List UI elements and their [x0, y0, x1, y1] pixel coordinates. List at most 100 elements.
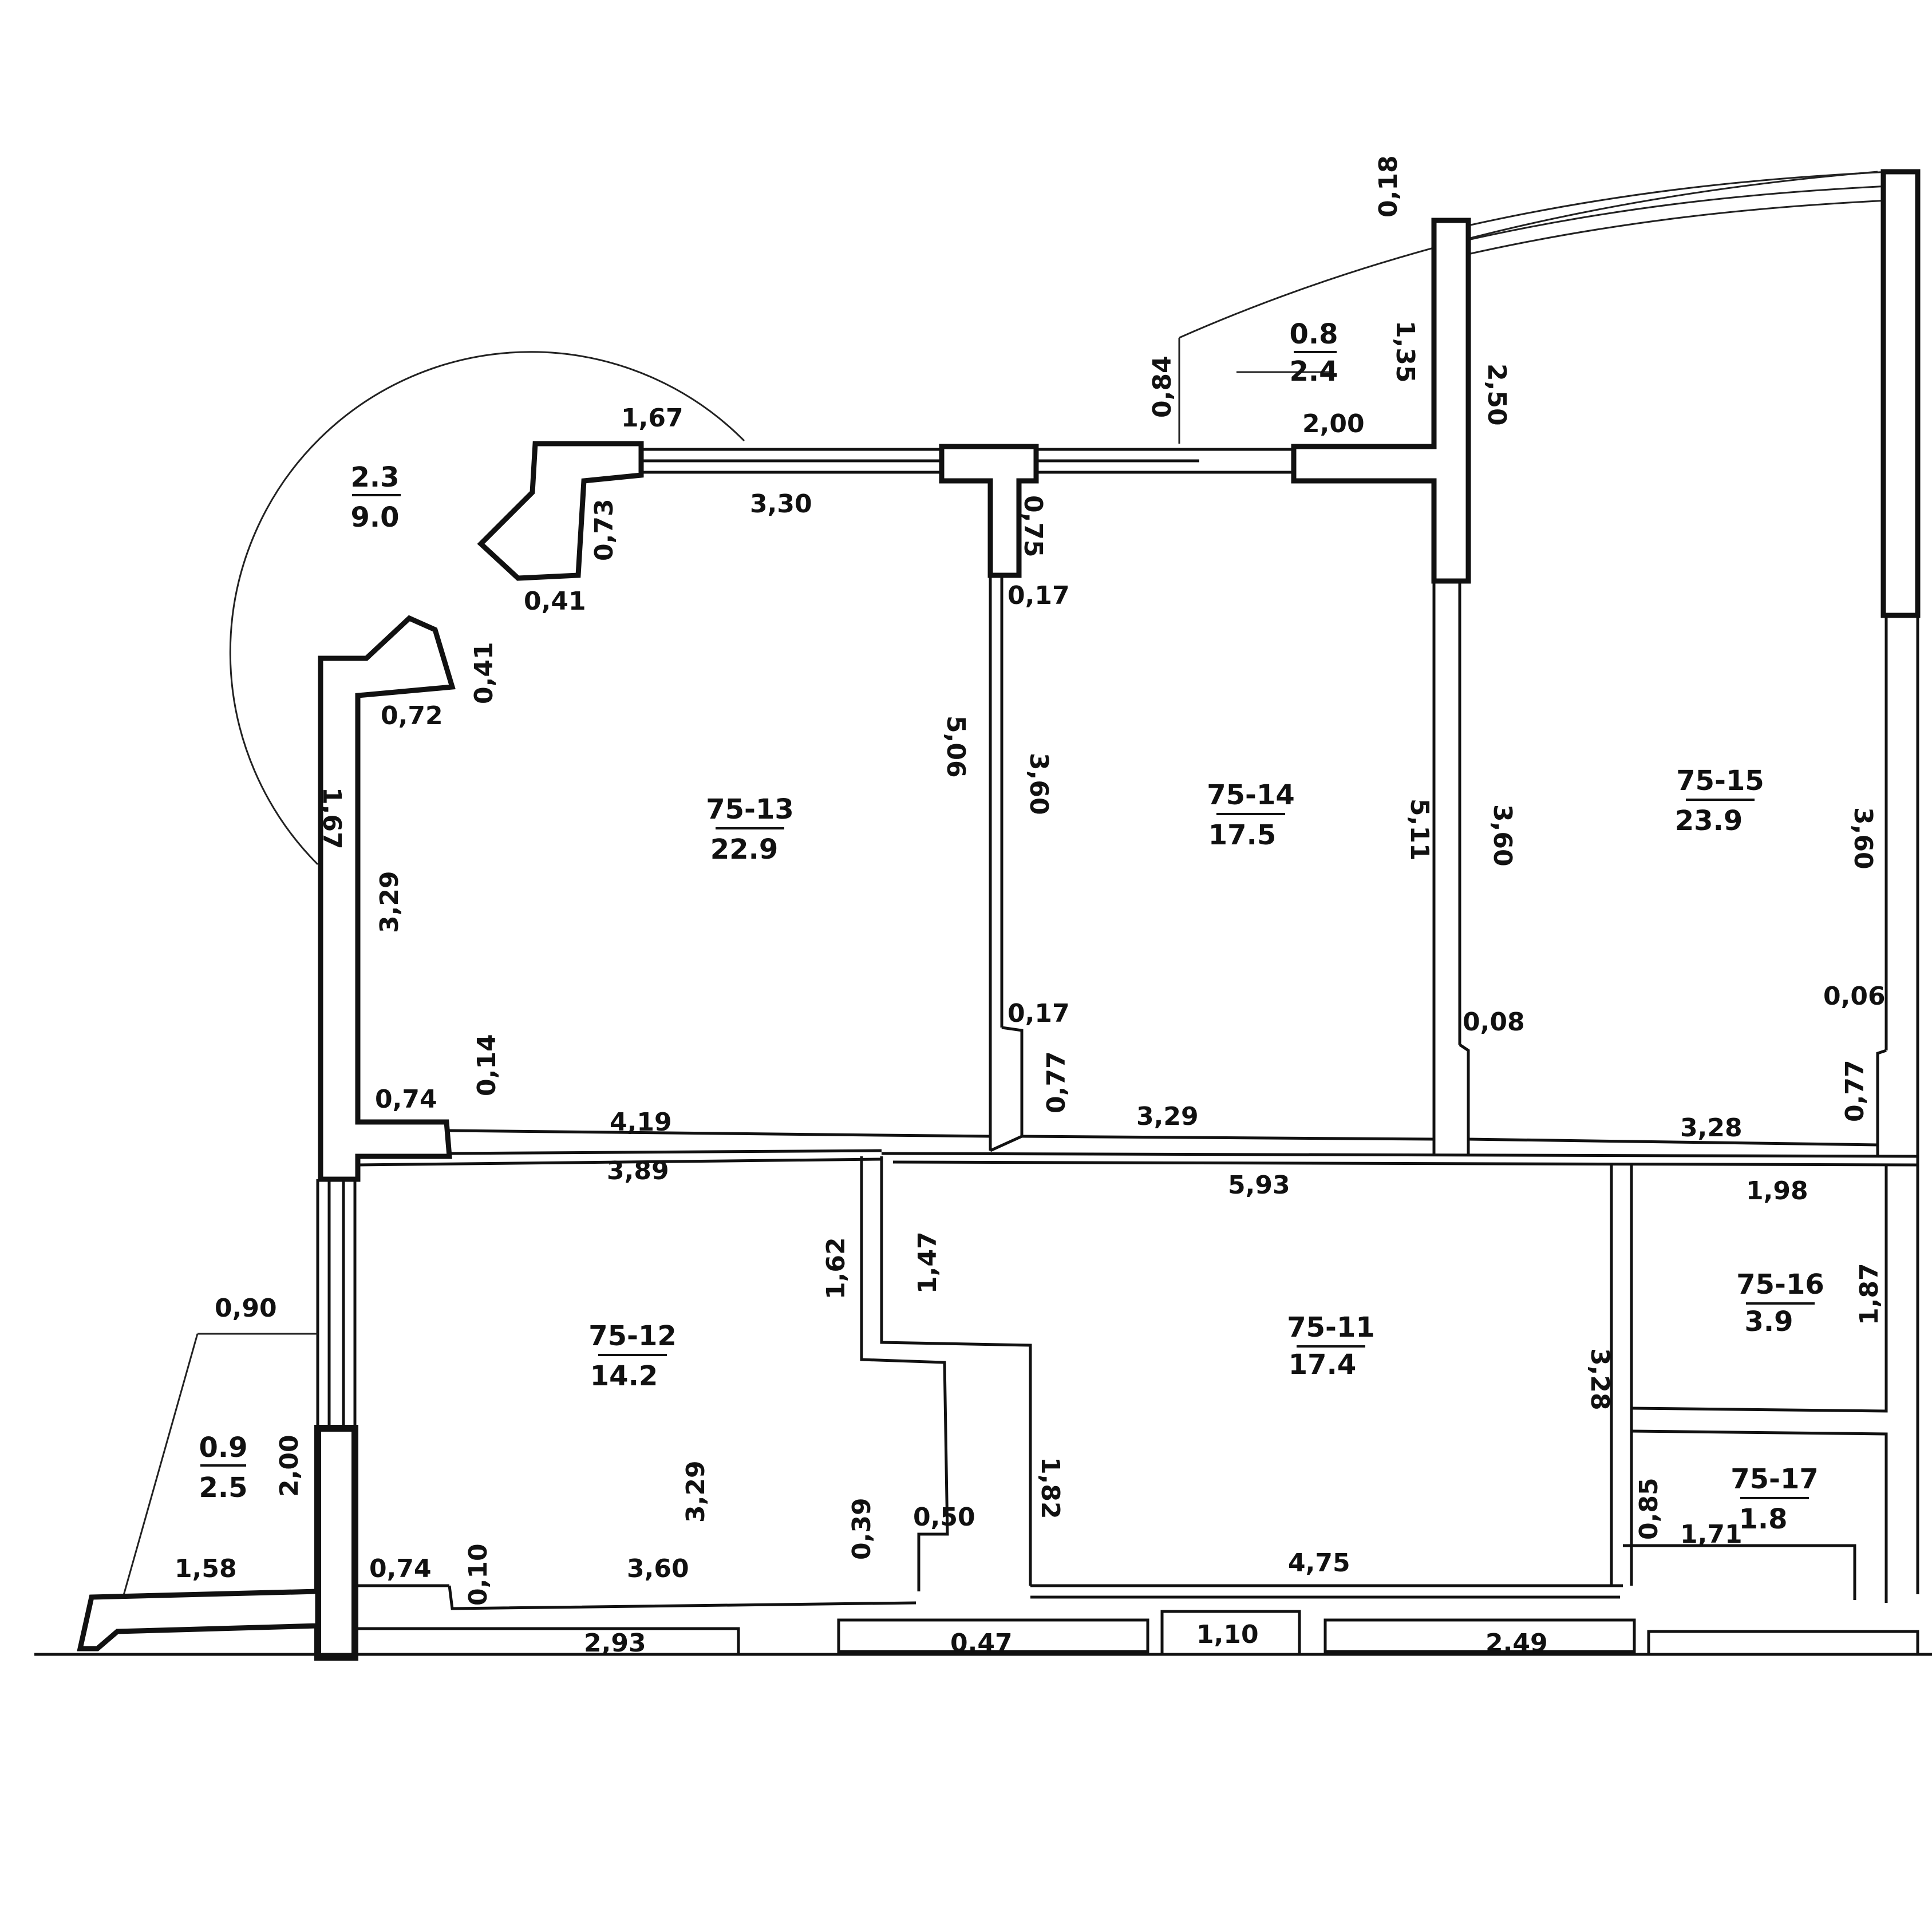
bottom-segment-3 [1160, 1610, 1301, 1656]
dim: 3,29 [681, 1460, 710, 1523]
room-75-15: 75-15 23.9 [1675, 765, 1764, 837]
room-75-16: 75-16 3.9 [1736, 1269, 1824, 1338]
bottom-segment-5 [1647, 1630, 1919, 1656]
dim: 0,41 [469, 642, 499, 704]
wall-room-14-south-a [1021, 1135, 1435, 1141]
dim: 1,82 [1036, 1457, 1065, 1519]
dim: 0,50 [913, 1503, 975, 1532]
room-75-12: 75-12 14.2 [588, 1320, 677, 1392]
partition-14-15-c [1459, 1043, 1470, 1156]
partition-15-east-b [1876, 1049, 1887, 1156]
room-75-11: 75-11 17.4 [1287, 1311, 1375, 1381]
room-area: 22.9 [710, 833, 778, 866]
balcony-bottom: 2.4 [1289, 355, 1338, 388]
dim: 0,74 [369, 1554, 432, 1583]
balcony-arc-left [230, 351, 745, 866]
dim: 1,35 [1390, 321, 1420, 383]
dim: 3,89 [607, 1156, 669, 1186]
wall-room-13-corner [477, 441, 644, 581]
room-75-17: 75-17 1.8 [1730, 1463, 1819, 1535]
dim: 2,93 [584, 1629, 646, 1658]
dim: 0,41 [524, 587, 586, 616]
wall-room-13-west [318, 615, 456, 1182]
dim: 3,60 [1848, 807, 1878, 870]
wall-room-12-north [357, 1157, 882, 1167]
dim: 1,62 [821, 1237, 851, 1299]
dim: 0,73 [590, 499, 619, 561]
dim: 1,87 [1855, 1263, 1884, 1325]
dim: 3,30 [750, 489, 812, 519]
dim: 0,10 [464, 1543, 493, 1606]
room-area: 17.5 [1208, 819, 1276, 851]
partition-13-14-c [989, 1026, 1024, 1152]
balcony-small-base [77, 1589, 321, 1652]
dim: 0,84 [1148, 355, 1177, 418]
wall-room-17-south [1623, 1544, 1856, 1600]
balcony-top: 0.8 [1289, 318, 1338, 350]
balcony-rail-top-4 [1465, 199, 1890, 256]
dim: 3,28 [1585, 1348, 1614, 1411]
room-id: 75-15 [1676, 765, 1764, 797]
balcony-rail-top-2 [1465, 171, 1890, 227]
bottom-segment-2 [837, 1618, 1149, 1653]
dim: 0,90 [215, 1294, 277, 1323]
dim: 0,17 [1008, 999, 1070, 1028]
wall-room-12-east-b [880, 1156, 1032, 1586]
wall-room-13-south-b [449, 1149, 882, 1155]
dim: 3,28 [1680, 1113, 1743, 1143]
room-id: 75-17 [1730, 1463, 1819, 1495]
dim: 2,00 [275, 1435, 304, 1497]
dim: 3,29 [375, 871, 404, 933]
dim: 1,58 [175, 1554, 237, 1583]
dim: 0,18 [1374, 155, 1403, 218]
wall-t-14-15 [1291, 218, 1471, 584]
dim: 1,67 [317, 787, 346, 850]
dim: 0,75 [1018, 495, 1048, 558]
dim: 2,00 [1302, 409, 1365, 438]
room-75-14: 75-14 17.5 [1207, 779, 1295, 851]
balcony-2-label: 0.8 2.4 [1289, 318, 1338, 388]
balcony-rail-top-3 [1465, 185, 1890, 242]
room-75-13: 75-13 22.9 [706, 793, 794, 866]
dim: 0,17 [1008, 581, 1070, 610]
dim: 1,10 [1196, 1620, 1259, 1649]
dim: 0,85 [1634, 1477, 1664, 1540]
balcony-small-side [122, 1333, 199, 1598]
dimension-labels: 1,67 3,30 0,73 0,41 0,41 0,72 1,67 3,29 … [175, 155, 1886, 1658]
wall-room-12-south-b [448, 1585, 916, 1610]
balcony-rail-top-1 [1179, 171, 1878, 339]
wall-room-12-east-a [860, 1156, 949, 1591]
dim: 2,50 [1482, 364, 1511, 426]
dim: 5,93 [1228, 1171, 1290, 1200]
dim: 1,98 [1746, 1176, 1808, 1206]
dim: 3,60 [1024, 753, 1053, 815]
room-id: 75-13 [706, 793, 794, 825]
wall-corridor-north [881, 1152, 1918, 1158]
wall-post-13-14 [939, 444, 1039, 578]
dim: 0,08 [1463, 1008, 1525, 1037]
wall-room-15-east [1880, 169, 1921, 618]
dim: 1,47 [913, 1231, 942, 1294]
dim: 5,06 [941, 716, 970, 778]
wall-room-16-box [1631, 1165, 1888, 1413]
balcony-bottom: 9.0 [350, 501, 399, 534]
wall-room-17-box [1631, 1429, 1888, 1603]
dim: 1,71 [1680, 1520, 1743, 1549]
dim: 0,14 [472, 1034, 501, 1096]
bottom-segment-1 [353, 1627, 740, 1656]
wall-corridor-north-b [892, 1160, 1918, 1167]
dim: 0,39 [847, 1498, 876, 1560]
wall-room-13-south-a [449, 1129, 991, 1138]
wall-room-12-west [314, 1425, 358, 1661]
room-area: 1.8 [1739, 1503, 1787, 1535]
balcony-1-label: 2.3 9.0 [350, 461, 401, 534]
dim: 1,67 [621, 404, 683, 433]
dim: 0,77 [1042, 1051, 1071, 1113]
bottom-segment-4 [1323, 1618, 1636, 1653]
wall-room-15-south-a [1468, 1137, 1878, 1147]
balcony-bottom: 2.5 [199, 1472, 247, 1504]
room-area: 17.4 [1289, 1349, 1356, 1381]
room-area: 23.9 [1675, 805, 1743, 837]
room-id: 75-14 [1207, 779, 1295, 811]
